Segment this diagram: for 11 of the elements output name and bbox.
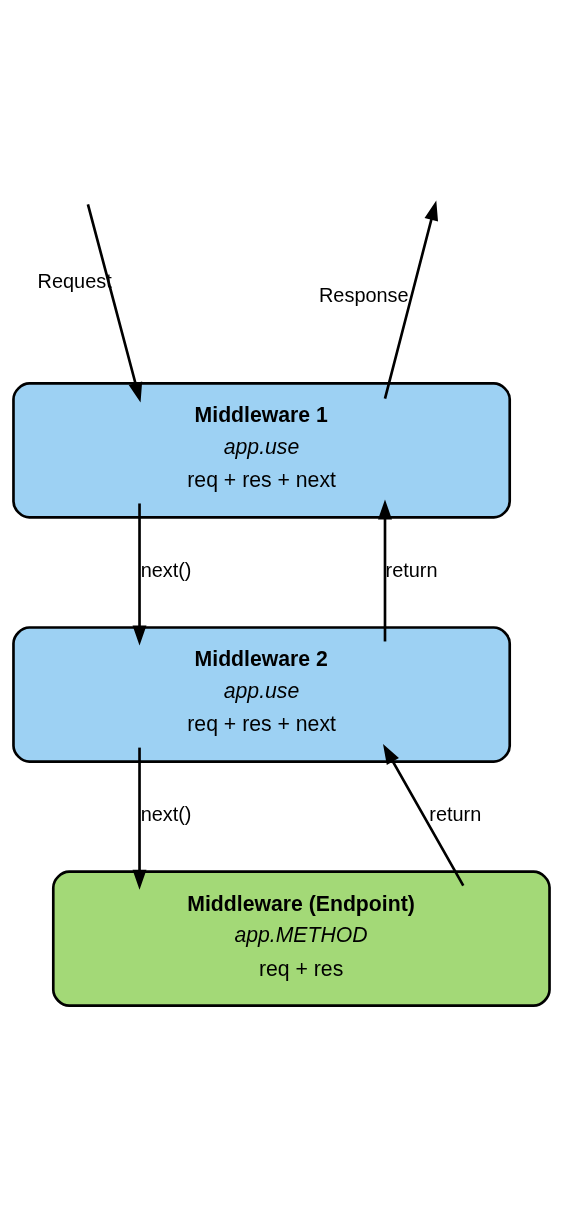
arrow [132, 747, 147, 890]
arrow [86, 204, 143, 403]
edge-label: return [385, 559, 438, 582]
arrow [383, 744, 465, 887]
arrow [132, 503, 147, 646]
edge-label: next() [140, 559, 192, 582]
edge-label: return [429, 803, 482, 826]
arrow [383, 200, 439, 399]
arrow [378, 499, 392, 642]
edge-label: next() [140, 803, 192, 826]
edge-label: Response [319, 284, 409, 307]
